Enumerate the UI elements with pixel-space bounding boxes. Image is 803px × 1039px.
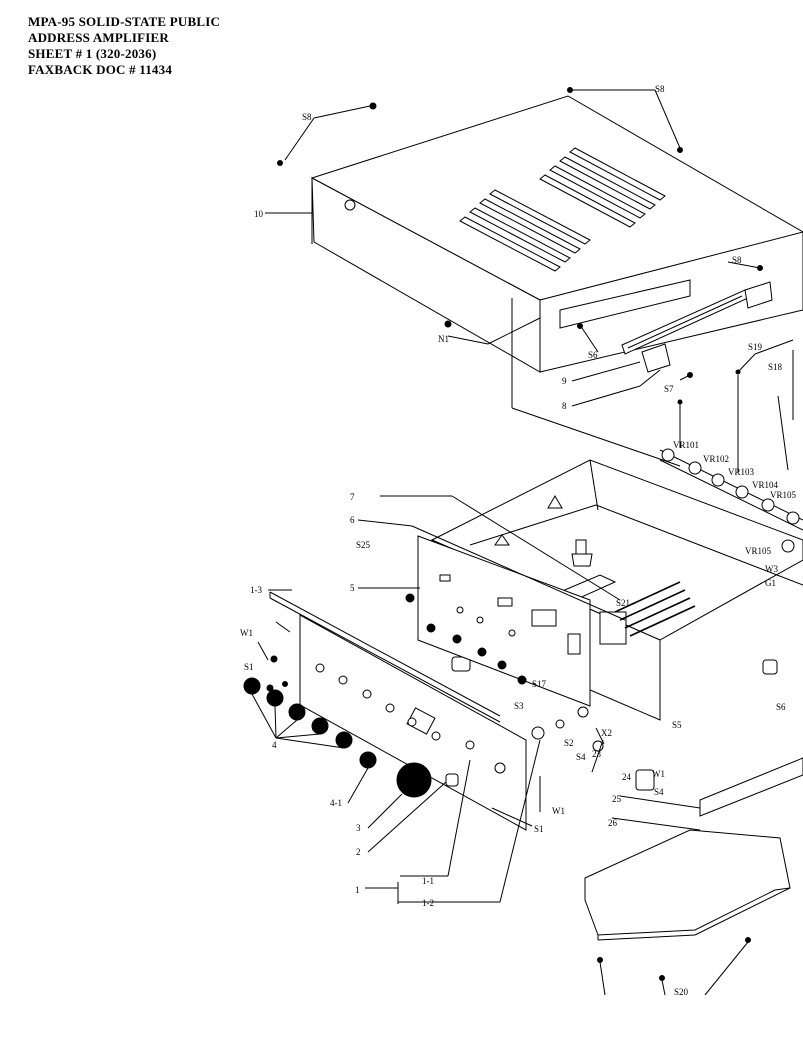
label-w3: W3 [765, 564, 778, 574]
label-vr105b: VR105 [745, 546, 772, 556]
label-s6-right: S6 [776, 702, 786, 712]
label-s20: S20 [674, 987, 689, 997]
label-vr101: VR101 [673, 440, 699, 450]
label-panel-1-2: 1-2 [422, 898, 434, 908]
label-s3: S3 [514, 701, 524, 711]
label-n1: N1 [438, 334, 449, 344]
header-model-title: MPA-95 SOLID-STATE PUBLIC [28, 14, 221, 29]
label-w1-foot: W1 [652, 769, 665, 779]
label-chassis-7: 7 [350, 492, 355, 502]
label-s4-23: S4 [576, 752, 586, 762]
sheet-header: MPA-95 SOLID-STATE PUBLIC ADDRESS AMPLIF… [28, 14, 220, 78]
label-s5: S5 [672, 720, 682, 730]
label-subpanel-5: 5 [350, 583, 355, 593]
label-g1: G1 [765, 578, 776, 588]
chassis-leaders [251, 495, 749, 996]
label-chassis-6: 6 [350, 515, 355, 525]
label-vr105a: VR105 [770, 490, 797, 500]
label-knob-3: 3 [356, 823, 361, 833]
label-s6-cover: S6 [588, 350, 598, 360]
label-vr104: VR104 [752, 480, 779, 490]
label-s18: S18 [768, 362, 783, 372]
label-part-26: 26 [608, 818, 618, 828]
label-s2: S2 [564, 738, 574, 748]
label-panel-1-1: 1-1 [422, 876, 434, 886]
label-s21: S21 [616, 598, 630, 608]
label-s25: S25 [356, 540, 371, 550]
top-cover [277, 87, 803, 373]
header-sheet-number: SHEET # 1 (320-2036) [28, 46, 157, 61]
callout-labels: S8 S8 10 S8 N1 S6 9 S7 8 S19 S18 VR101 V… [240, 84, 797, 997]
label-s1-right: S1 [534, 824, 544, 834]
cover-vent-slots [459, 147, 666, 272]
label-s8-mid: S8 [732, 255, 742, 265]
label-s4-foot: S4 [654, 787, 664, 797]
label-part-24: 24 [622, 772, 632, 782]
label-s8-top-left: S8 [302, 112, 312, 122]
label-s7: S7 [664, 384, 674, 394]
header-faxback-doc: FAXBACK DOC # 11434 [28, 62, 173, 77]
label-vr103: VR103 [728, 467, 755, 477]
label-s19: S19 [748, 342, 763, 352]
label-panel-1: 1 [355, 885, 360, 895]
label-s1-left: S1 [244, 662, 254, 672]
front-trim-strip [621, 281, 773, 378]
label-vr102: VR102 [703, 454, 729, 464]
label-bracket: 8 [562, 401, 567, 411]
sub-panel [405, 535, 591, 707]
label-cover: 10 [254, 209, 264, 219]
label-trim: 9 [562, 376, 567, 386]
label-s17: S17 [532, 679, 547, 689]
label-knob-2: 2 [356, 847, 361, 857]
front-panel [266, 591, 527, 831]
label-part-23: 23 [592, 749, 602, 759]
volume-pot-assembly [659, 339, 803, 553]
heatsink [614, 581, 696, 637]
label-w1-right: W1 [552, 806, 565, 816]
label-knob-4-1: 4-1 [330, 798, 342, 808]
label-s8-top-right: S8 [655, 84, 665, 94]
bottom-plate [584, 757, 803, 981]
label-x2: X2 [601, 728, 612, 738]
cover-leaders [265, 89, 761, 467]
header-model-subtitle: ADDRESS AMPLIFIER [28, 30, 170, 45]
label-knobs-4: 4 [272, 740, 277, 750]
label-part-25: 25 [612, 794, 622, 804]
label-w1-left: W1 [240, 628, 253, 638]
label-panel-1-3: 1-3 [250, 585, 262, 595]
